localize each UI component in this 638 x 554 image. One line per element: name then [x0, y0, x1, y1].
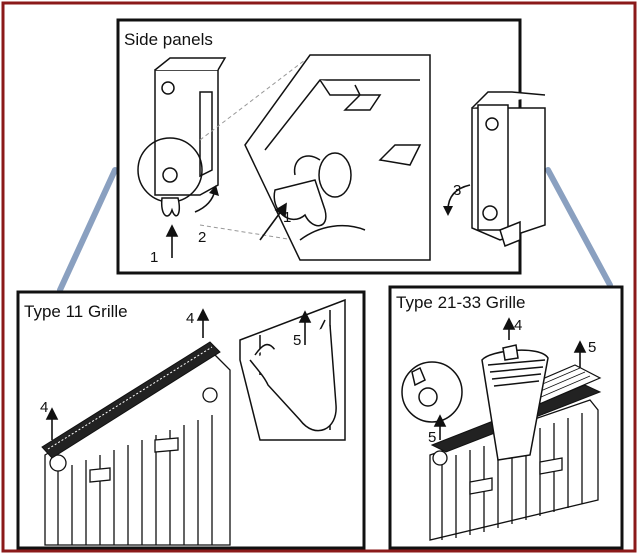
side-panels-title: Side panels	[124, 30, 213, 49]
arrow-step-1-left	[165, 224, 179, 258]
arrow-step-1-detail	[259, 202, 287, 241]
step-4-left-high: 4	[186, 310, 194, 327]
arrows-right	[433, 317, 587, 440]
clip-detail-left	[239, 298, 346, 441]
connector-bars	[57, 167, 613, 293]
side-panels-box: Side panels 1 2	[116, 18, 546, 275]
clip-magnifier-right	[401, 361, 463, 423]
step-1-detail: 1	[283, 209, 291, 226]
step-4-left-low: 4	[40, 399, 48, 416]
grille-end-detail	[481, 344, 549, 461]
radiator-end-right	[471, 91, 546, 247]
arrow-step-5-left	[298, 310, 312, 345]
arrows-step-4-left	[45, 308, 210, 440]
step-1-left: 1	[150, 249, 158, 266]
step-3: 3	[453, 182, 461, 199]
magnified-detail	[244, 54, 431, 261]
step-5-right-top: 5	[588, 339, 596, 356]
step-2: 2	[198, 229, 206, 246]
step-4-right: 4	[514, 317, 522, 334]
step-5-right-low: 5	[428, 429, 436, 446]
type-21-33-grille-title: Type 21-33 Grille	[396, 293, 525, 312]
radiator-end-left	[154, 57, 227, 196]
type-11-grille-title: Type 11 Grille	[24, 302, 128, 321]
clip-left	[160, 197, 181, 217]
radiator-body-right	[429, 399, 599, 541]
type-21-33-grille-box: Type 21-33 Grille	[388, 285, 624, 550]
step-5-left: 5	[293, 332, 301, 349]
grille-strip-left	[41, 341, 221, 459]
type-11-grille-box: Type 11 Grille 4 4	[16, 290, 366, 550]
